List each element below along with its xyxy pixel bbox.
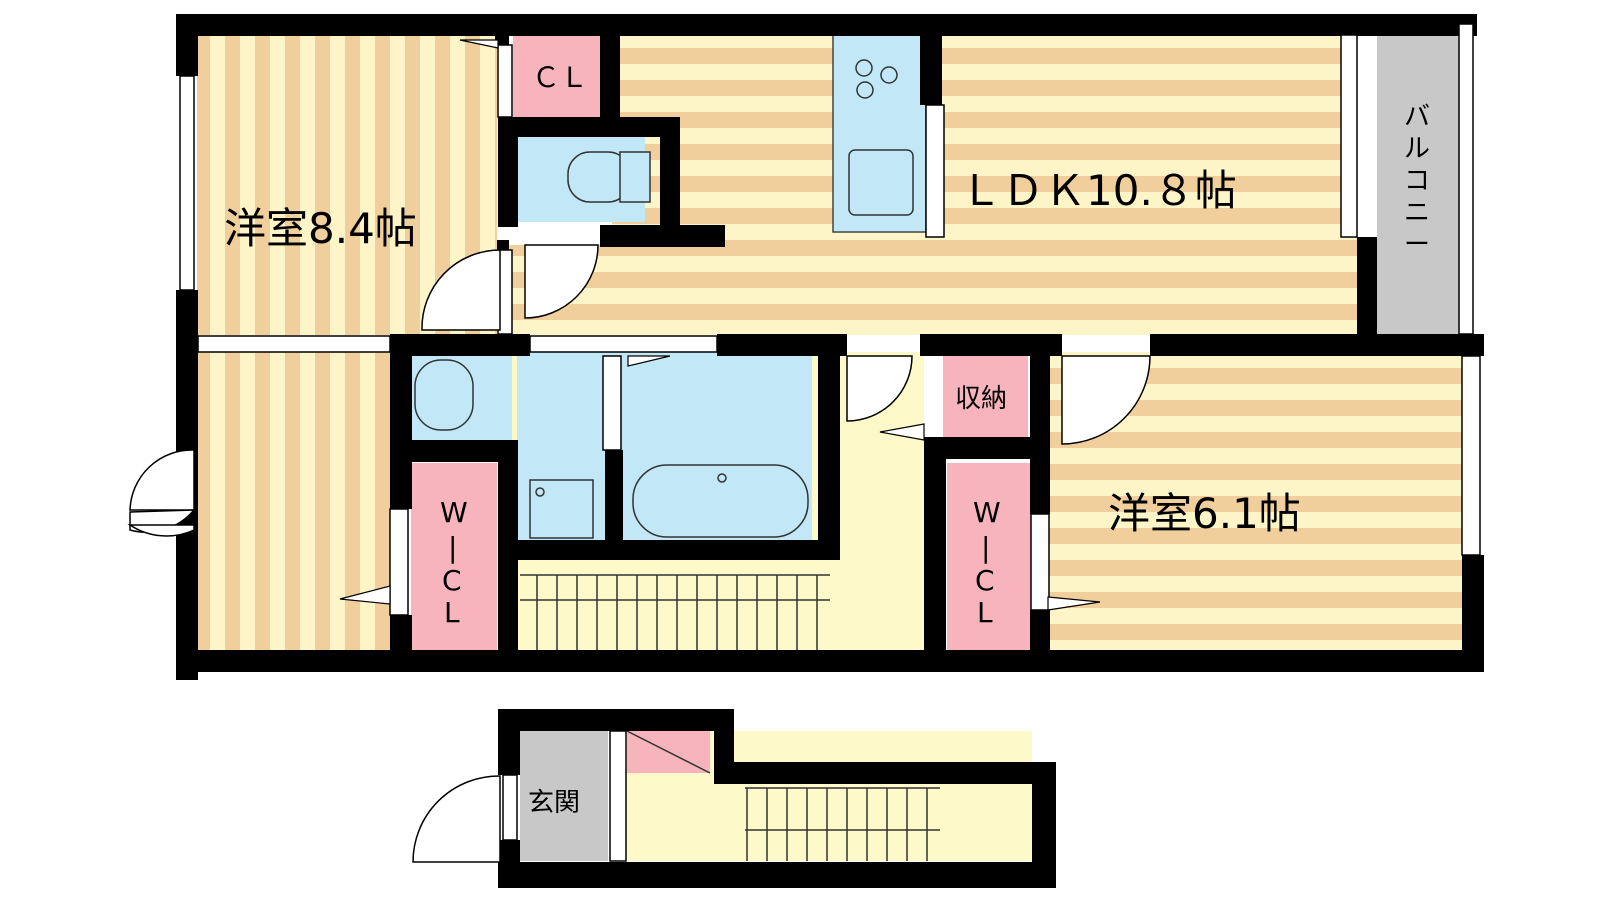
wcl1-char-1: W <box>440 496 468 529</box>
stove-burner-icon <box>856 81 874 99</box>
balcony-char-5: ー <box>1404 230 1430 260</box>
sink-icon <box>848 149 914 216</box>
entrance-floor <box>520 731 608 861</box>
wcl1-char-4: L <box>444 596 460 629</box>
walk-in-closet-1 <box>411 463 497 650</box>
shoe-storage-diagonal <box>626 730 711 774</box>
entrance-label: 玄関 <box>528 788 580 818</box>
closet-cl-label: ＣＬ <box>532 61 588 94</box>
closet-cl <box>513 35 607 120</box>
drain-icon <box>535 487 545 497</box>
balcony <box>1377 35 1459 335</box>
stove-burner-icon <box>855 59 873 77</box>
bathtub-icon <box>632 464 809 538</box>
fixtures <box>414 59 914 539</box>
stove-burner-icon <box>880 66 898 84</box>
western-room-2-label: 洋室6.1帖 <box>1108 489 1301 538</box>
balcony-char-3: コ <box>1404 166 1430 196</box>
ldk-floor-lower <box>505 245 1357 335</box>
wcl1-char-2: | <box>448 531 457 564</box>
walk-in-closet-2 <box>947 463 1032 650</box>
lower-stairs <box>745 787 940 861</box>
wcl2-char-2: | <box>981 531 990 564</box>
lower-left-room-floor <box>197 350 390 650</box>
wcl2-char-4: L <box>977 596 993 629</box>
balcony-char-2: ル <box>1404 134 1430 164</box>
washbasin-icon <box>414 359 474 431</box>
upper-stairs <box>520 574 830 650</box>
door-swings <box>127 244 1151 537</box>
toilet-tank-icon <box>619 151 651 203</box>
ldk-label: ＬＤＫ10.８帖 <box>960 166 1237 215</box>
walls-lower <box>498 709 1056 888</box>
lower-frames <box>412 730 627 863</box>
balcony-char-4: ニ <box>1404 198 1430 228</box>
storage-closet <box>943 352 1028 437</box>
bathtub-drain-icon <box>717 473 727 483</box>
wcl2-char-1: W <box>973 496 1001 529</box>
windows <box>179 23 1481 616</box>
wcl2-char-3: C <box>975 564 995 597</box>
arrow-markers <box>339 39 1101 611</box>
balcony-char-1: バ <box>1404 102 1430 132</box>
wcl1-char-3: C <box>442 564 462 597</box>
storage-label: 収納 <box>955 384 1007 414</box>
western-room-1-label: 洋室8.4帖 <box>224 204 417 253</box>
